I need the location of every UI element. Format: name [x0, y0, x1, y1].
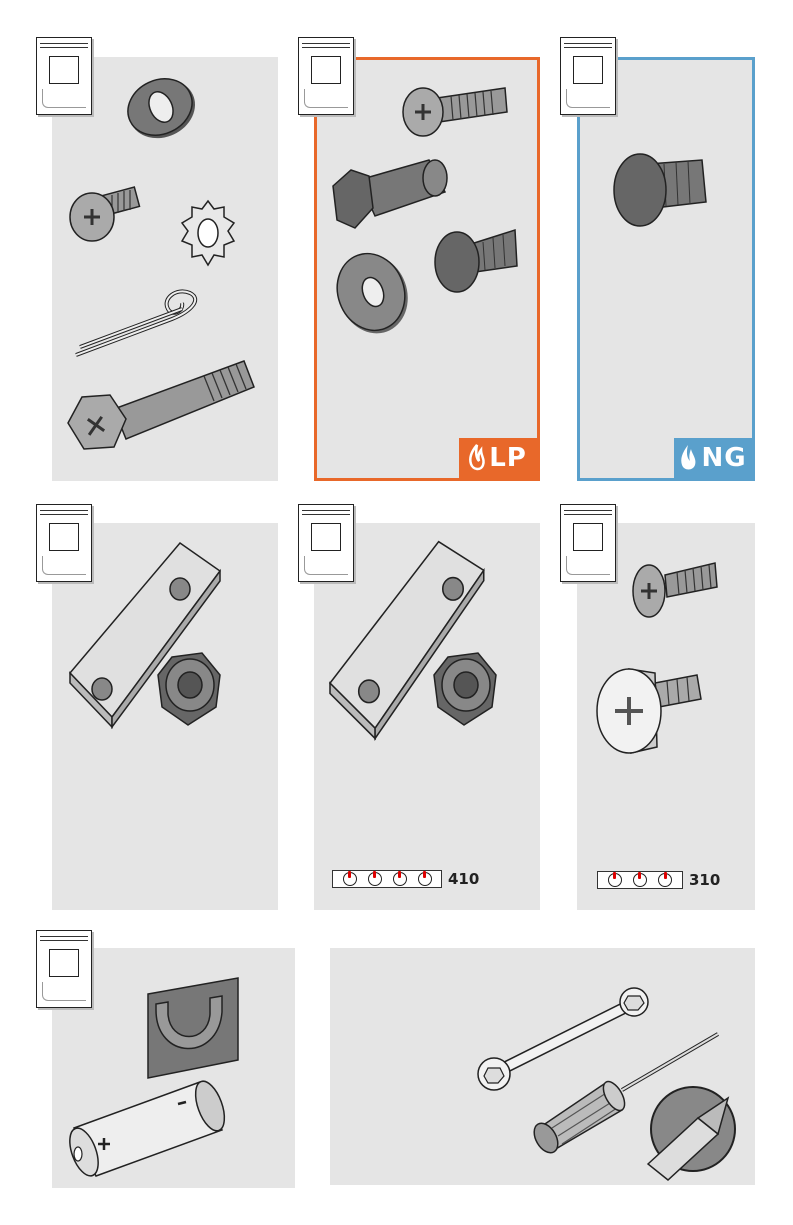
bolt-icon [64, 351, 264, 471]
knob-icon [393, 872, 407, 886]
knob-icon [343, 872, 357, 886]
tools-panel [330, 948, 755, 1185]
bag-icon [298, 504, 354, 582]
washer-icon [124, 67, 204, 147]
push-rivet-icon [610, 150, 710, 230]
flat-head-screw-icon [631, 555, 721, 625]
burner-count-410: 410 [332, 870, 479, 888]
knob-icon [418, 872, 432, 886]
bag-icon [36, 504, 92, 582]
bag-icon [298, 37, 354, 115]
bag-icon [36, 930, 92, 1008]
washer-icon [333, 250, 413, 336]
phillips-tip-detail-icon [648, 1084, 738, 1174]
push-rivet-icon [431, 220, 521, 300]
hairpin-clip-icon [72, 289, 212, 359]
battery-clip-icon [138, 974, 248, 1084]
flame-icon [679, 444, 697, 472]
lp-badge-label: LP [489, 443, 527, 473]
knob-row [597, 871, 683, 889]
knob-row [332, 870, 442, 888]
burner-count-310: 310 [597, 871, 720, 889]
model-number: 410 [448, 870, 479, 888]
bag-icon [560, 504, 616, 582]
screw-icon [401, 82, 511, 146]
flange-nut-icon [430, 651, 502, 731]
ng-badge-label: NG [701, 443, 746, 473]
lp-hardware-panel: LP [314, 57, 540, 481]
lp-badge: LP [459, 438, 537, 478]
bag-icon [560, 37, 616, 115]
bag-icon [36, 37, 92, 115]
thumb-screw-icon [595, 661, 707, 761]
ng-hardware-panel: NG [577, 57, 755, 481]
battery-icon [60, 1078, 230, 1178]
model-number: 310 [689, 871, 720, 889]
hardware-panel-1 [52, 57, 278, 481]
knob-icon [608, 873, 622, 887]
ng-badge: NG [674, 438, 752, 478]
flange-nut-icon [154, 651, 226, 731]
knob-icon [658, 873, 672, 887]
lock-washer-icon [178, 197, 238, 269]
screw-icon [66, 181, 146, 251]
flame-icon [469, 444, 485, 472]
knob-icon [368, 872, 382, 886]
knob-icon [633, 873, 647, 887]
